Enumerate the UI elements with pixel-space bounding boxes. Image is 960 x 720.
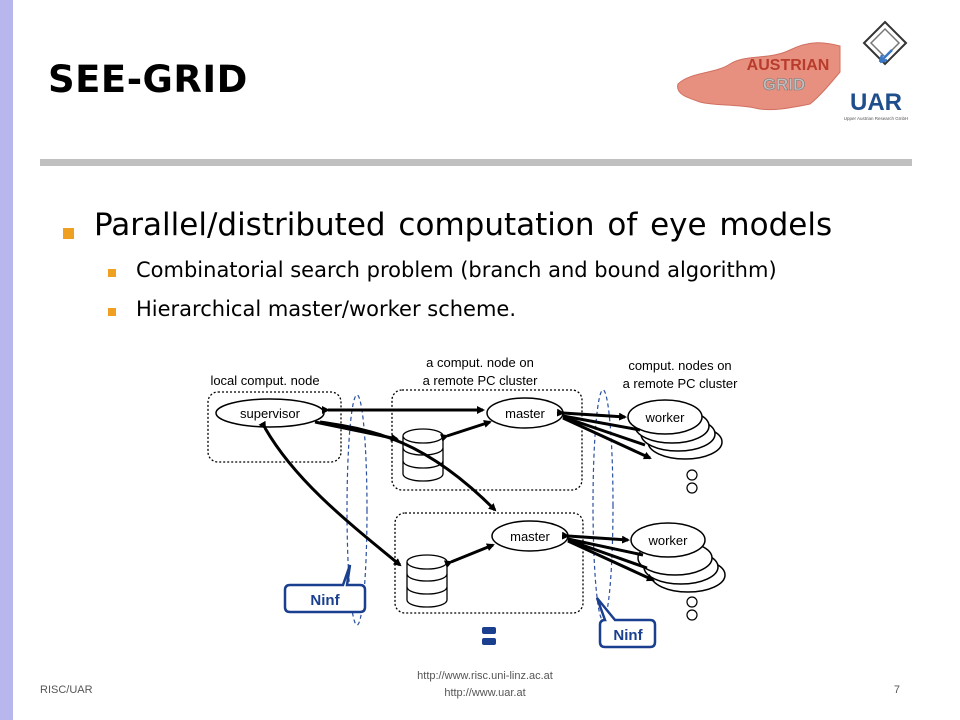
grid-text: GRID [763, 75, 806, 94]
remote-node-box-bottom [394, 512, 584, 614]
bullet-main: Parallel/distributed computation of eye … [94, 207, 833, 243]
bullet-sub-1: Combinatorial search problem (branch and… [136, 258, 777, 282]
supervisor-label: supervisor [240, 406, 301, 421]
nodes-label-2: a remote PC cluster [623, 376, 739, 391]
bullet-square [63, 228, 74, 239]
footer-center: http://www.risc.uni-linz.ac.at http://ww… [380, 668, 590, 702]
ninf-callout-right: Ninf [595, 597, 657, 649]
master-worker-diagram: local comput. node a comput. node on a r… [207, 355, 739, 649]
footer-left: RISC/UAR [40, 684, 93, 696]
database-bottom [406, 554, 448, 608]
bullet-square [108, 308, 116, 316]
local-node-label: local comput. node [210, 373, 319, 388]
bullet-square [108, 269, 116, 277]
nav-marker [482, 638, 496, 645]
worker-stack-top: worker [627, 399, 723, 494]
logo-area: AUSTRIAN GRID UAR Upper Austrian Researc… [677, 20, 909, 121]
ninf-label-left: Ninf [310, 592, 340, 609]
page-number: 7 [893, 684, 900, 696]
remote-node-box-top [391, 389, 583, 491]
ninf-boundary-right [592, 389, 614, 621]
ninf-callout-left: Ninf [283, 564, 367, 614]
nodes-label-1: comput. nodes on [628, 358, 731, 373]
left-accent-bar [0, 0, 13, 720]
remote-node-label-2: a remote PC cluster [423, 373, 539, 388]
slide-title: SEE-GRID [48, 58, 248, 101]
bullet-sub-2: Hierarchical master/worker scheme. [136, 297, 517, 321]
austrian-text: AUSTRIAN [747, 57, 830, 74]
nav-marker [482, 627, 496, 634]
worker-stack-bottom: worker [630, 522, 726, 621]
connection-arrows [258, 406, 655, 582]
master-label-bottom: master [510, 529, 550, 544]
master-label-top: master [505, 406, 545, 421]
uar-text: UAR [850, 89, 902, 116]
remote-node-label-1: a comput. node on [426, 355, 534, 370]
ninf-label-right: Ninf [613, 627, 643, 644]
austrian-grid-logo: AUSTRIAN GRID [677, 42, 841, 111]
worker-label-bottom: worker [647, 533, 688, 548]
footer-url-2[interactable]: http://www.uar.at [444, 687, 526, 699]
uar-logo: UAR Upper Austrian Research GmbH [844, 20, 909, 121]
footer-url-1[interactable]: http://www.risc.uni-linz.ac.at [417, 670, 553, 682]
title-divider [40, 159, 912, 166]
worker-label-top: worker [644, 410, 685, 425]
uar-caption: Upper Austrian Research GmbH [844, 116, 909, 121]
